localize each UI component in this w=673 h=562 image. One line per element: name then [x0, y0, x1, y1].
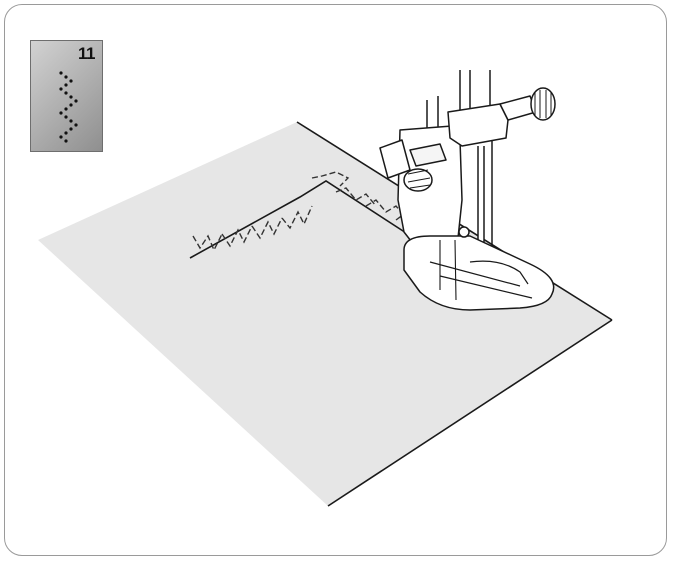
presser-foot: [379, 70, 556, 311]
fabric-edge-bottom: [327, 319, 613, 507]
stitch-pattern-number: 11: [78, 44, 95, 63]
fabric-sheet: [38, 122, 612, 506]
seam-line: [189, 180, 421, 259]
triple-zigzag-stitch-icon: [59, 71, 78, 143]
stitch-pattern-badge: 11: [30, 40, 103, 152]
